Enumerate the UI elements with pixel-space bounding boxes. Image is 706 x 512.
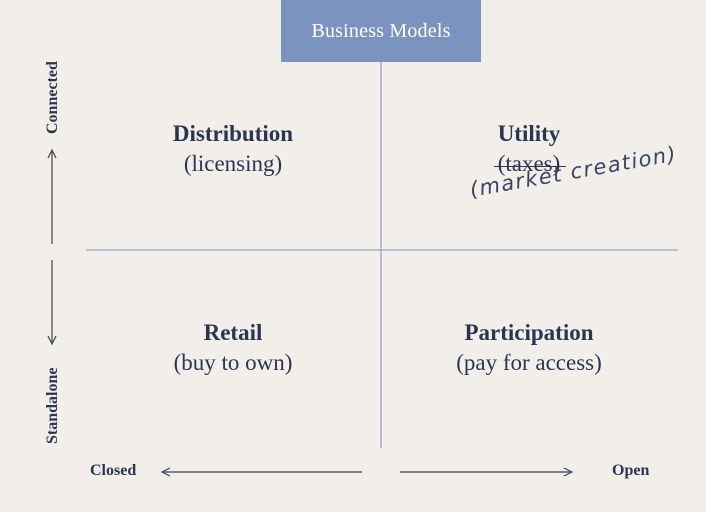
arrow-right-icon: [400, 467, 574, 477]
axis-label-closed: Closed: [90, 462, 137, 479]
quadrant-title: Utility: [497, 121, 561, 146]
axis-label-standalone: Standalone: [44, 367, 61, 444]
quadrant-subtitle-struck: (taxes): [493, 149, 566, 179]
quadrant-utility: Utility (taxes): [419, 119, 639, 179]
axis-label-open: Open: [612, 462, 650, 479]
quadrant-subtitle: (buy to own): [173, 350, 293, 375]
quadrant-distribution: Distribution (licensing): [123, 119, 343, 179]
quadrant-title: Participation: [464, 320, 594, 345]
quadrant-participation: Participation (pay for access): [419, 318, 639, 378]
arrow-down-icon: [47, 260, 57, 346]
axis-label-connected: Connected: [44, 61, 61, 134]
diagram-title: Business Models: [281, 0, 481, 62]
quadrant-subtitle: (pay for access): [456, 350, 602, 375]
quadrant-subtitle: (licensing): [183, 151, 283, 176]
arrow-up-icon: [47, 148, 57, 244]
quadrant-retail: Retail (buy to own): [123, 318, 343, 378]
quadrant-title: Retail: [203, 320, 263, 345]
arrow-left-icon: [160, 467, 362, 477]
quadrant-title: Distribution: [172, 121, 294, 146]
